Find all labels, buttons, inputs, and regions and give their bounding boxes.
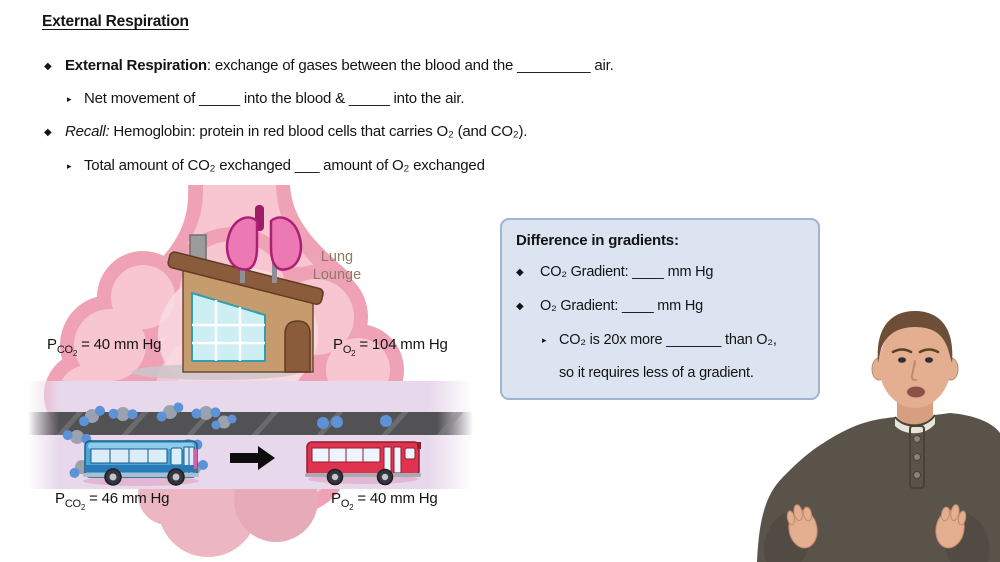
bullet-recall-hemoglobin: ◆ Recall: Hemoglobin: protein in red bloo… — [44, 122, 527, 143]
diamond-bullet-icon: ◆ — [516, 301, 524, 312]
undershirt — [895, 415, 935, 434]
shirt-button — [913, 471, 921, 479]
mouth — [907, 386, 925, 398]
lung-lounge-label-line2: Lounge — [313, 267, 361, 283]
gradient-box-subitem: ▸ CO₂ is 20x more _______ than O₂, so it r… — [542, 330, 808, 384]
bullet-text: : exchange of gases between the blood an… — [206, 57, 614, 74]
triangle-bullet-icon: ▸ — [67, 94, 72, 104]
lung-lounge-label-line1: Lung — [321, 249, 353, 265]
shirt-placket — [909, 425, 925, 489]
difference-in-gradients-box: Difference in gradients: ◆CO₂ Gradient: … — [500, 218, 820, 400]
diamond-bullet-icon: ◆ — [44, 127, 52, 138]
alveolus-illustration: Lung Lounge — [28, 185, 473, 557]
eye — [898, 357, 906, 363]
lungs-icon — [225, 205, 303, 271]
pressure-label-alveolar-o2: PO2 = 104 mm Hg — [333, 336, 448, 359]
window-wall — [191, 292, 266, 362]
shirt-button — [913, 453, 921, 461]
door — [284, 320, 311, 373]
capillary-road — [28, 412, 473, 435]
sign-post — [240, 261, 245, 283]
hand-right — [935, 504, 967, 549]
subitem-line1: CO₂ is 20x more _______ than O₂, — [559, 332, 777, 348]
co2-bus-blue — [83, 440, 199, 486]
bullet-italic-term: Recall: — [65, 123, 110, 140]
eyebrow — [918, 348, 940, 354]
gradient-box-item-co2: ◆CO₂ Gradient: ____ mm Hg — [516, 262, 808, 283]
subitem-line2: so it requires less of a gradient. — [559, 365, 754, 381]
nose — [910, 360, 917, 381]
subbullet-text: Net movement of _____ into the blood & _… — [84, 90, 465, 107]
triangle-bullet-icon: ▸ — [542, 335, 547, 345]
page-title: External Respiration — [42, 13, 189, 30]
bullet-bold-term: External Respiration — [65, 57, 207, 74]
instructor — [757, 311, 1000, 562]
shirt-button — [913, 435, 921, 443]
diamond-bullet-icon: ◆ — [44, 61, 52, 72]
sign-post — [272, 261, 277, 283]
bullet-text: Hemoglobin: protein in red blood cells t… — [109, 123, 528, 140]
pressure-label-alveolar-co2: PCO2 = 40 mm Hg — [47, 336, 162, 359]
pressure-label-blood-co2: PCO2 = 46 mm Hg — [55, 490, 170, 513]
subbullet-net-movement: ▸ Net movement of _____ into the blood & … — [67, 89, 465, 109]
hand-left — [786, 504, 818, 549]
hair — [877, 311, 953, 363]
eyebrow — [891, 348, 913, 354]
gradient-box-item-o2: ◆O₂ Gradient: ____ mm Hg — [516, 296, 808, 317]
pressure-label-blood-o2: PO2 = 40 mm Hg — [331, 490, 438, 513]
gradient-box-title: Difference in gradients: — [516, 232, 679, 249]
lung-lounge-building — [167, 205, 324, 373]
o2-bus-red — [305, 441, 421, 486]
subbullet-text: Total amount of CO₂ exchanged ___ amount… — [84, 157, 485, 174]
subbullet-total-co2: ▸ Total amount of CO₂ exchanged ___ amoun… — [67, 156, 485, 176]
instructor-head — [871, 311, 959, 408]
bullet-external-respiration: ◆ External Respiration: exchange of gases… — [44, 56, 614, 77]
eye — [925, 357, 933, 363]
triangle-bullet-icon: ▸ — [67, 161, 72, 171]
flow-arrow-icon — [230, 446, 275, 470]
diamond-bullet-icon: ◆ — [516, 267, 524, 278]
